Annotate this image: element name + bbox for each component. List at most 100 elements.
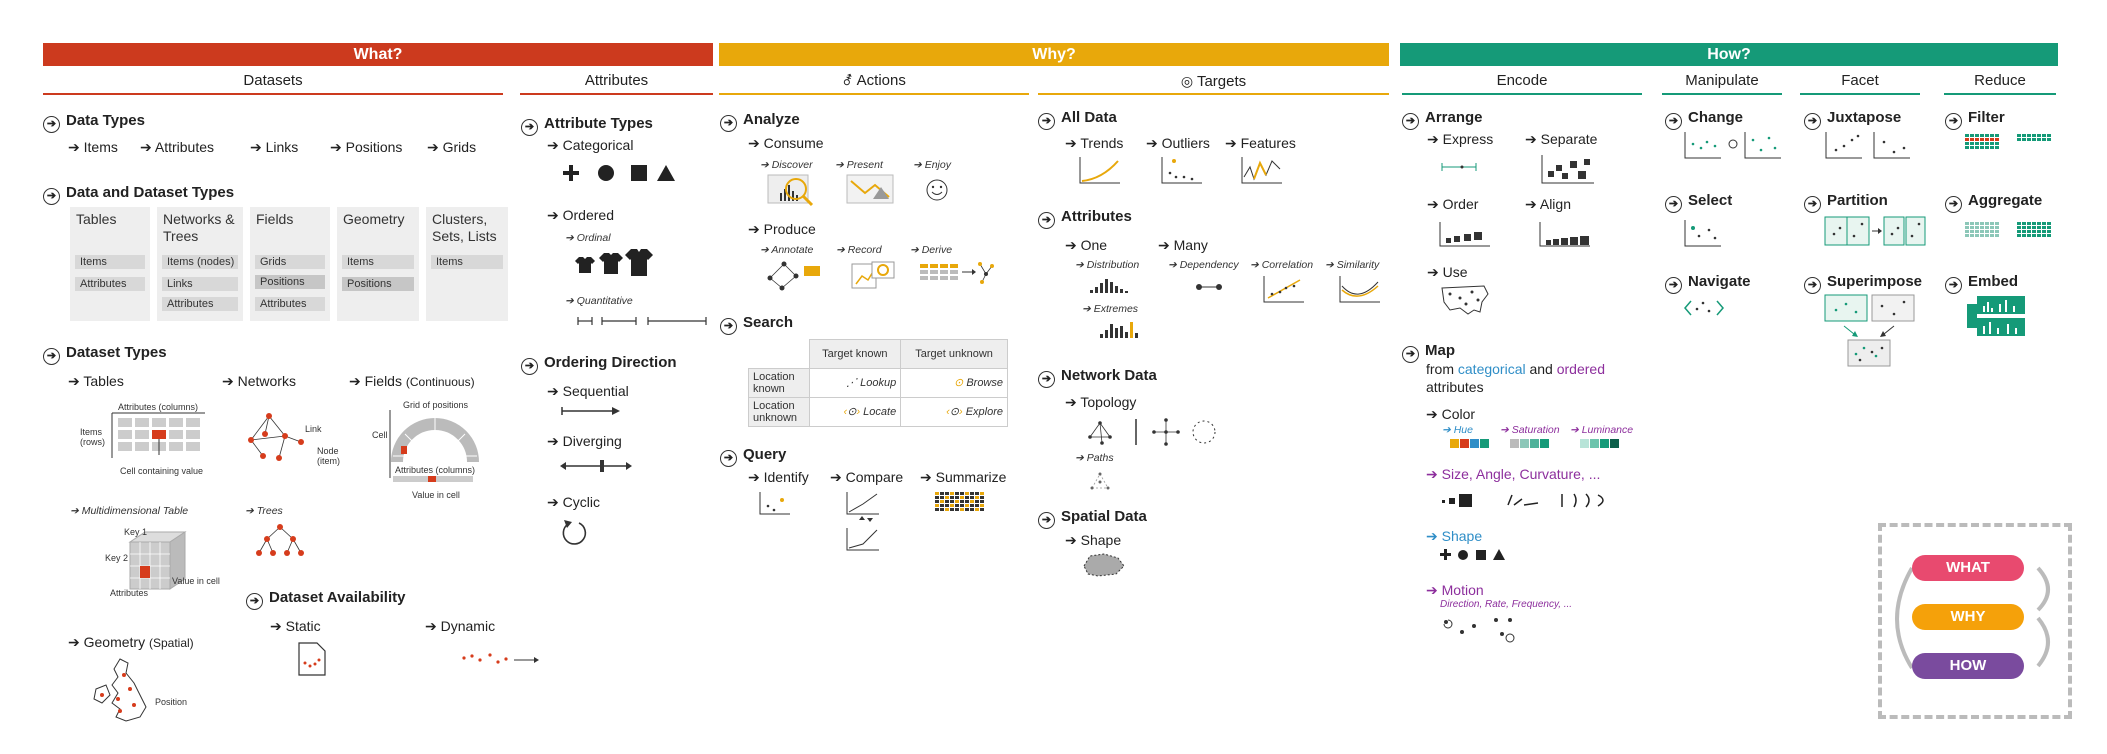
glyph-cell [945, 504, 949, 507]
glyph-cell [1970, 234, 1974, 237]
attribute-types-heading: ➔Attribute Types [521, 115, 653, 136]
change-heading: ➔Change [1665, 109, 1743, 130]
facet-underline [1800, 93, 1920, 95]
glyph-cell [955, 496, 959, 499]
glyph-cell [1975, 146, 1979, 149]
tshirt-icons [575, 249, 653, 276]
target-features: ➔ Features [1225, 135, 1296, 151]
glyph-cell [960, 500, 964, 503]
glyph-cell [2042, 234, 2046, 237]
glyph-cell [1990, 234, 1994, 237]
glyph-cell [2037, 222, 2041, 225]
data-type-items: ➔ Items [68, 139, 118, 155]
features-icon [1241, 157, 1282, 184]
glyph-cell [1970, 226, 1974, 229]
glyph-cell [955, 508, 959, 511]
glyph-cell [1975, 234, 1979, 237]
loc-unknown-header: Location unknown [748, 396, 810, 427]
glyph-cell [2047, 226, 2051, 229]
attributes-underline [520, 93, 713, 95]
glyph-cell [2037, 138, 2041, 141]
glyph-cell [1995, 222, 1999, 225]
glyph-cell [1980, 222, 1984, 225]
glyph-cell [975, 504, 979, 507]
glyph-cell [960, 508, 964, 511]
glyph-cell [970, 504, 974, 507]
glyph-cell [955, 492, 959, 495]
size-angle-curv-icons [1442, 493, 1604, 508]
availability-static: ➔ Static [270, 618, 321, 634]
how-band: How? [1400, 43, 2058, 66]
encode-header: Encode [1496, 72, 1548, 89]
arrow-circle-icon: ➔ [1038, 371, 1055, 388]
legend-why: WHY [1912, 604, 2024, 630]
glyph-cell [2027, 134, 2031, 137]
target-shape: ➔ Shape [1065, 532, 1122, 548]
summarize-icon [935, 492, 984, 511]
glyph-cell [1985, 134, 1989, 137]
glyph-cell [1965, 142, 1969, 145]
legend-box [1878, 523, 2072, 719]
table-attr-cols-label: Attributes (columns) [118, 402, 199, 412]
glyph-cell [2047, 230, 2051, 233]
filter-heading: ➔Filter [1945, 109, 2005, 130]
correlation-icon [1263, 276, 1304, 303]
glyph-cell [2017, 226, 2021, 229]
card-networks: Networks & Trees Items (nodes) Links Att… [157, 207, 243, 321]
glyph-cell [1985, 146, 1989, 149]
arrow-circle-icon: ➔ [1402, 113, 1419, 130]
glyph-cell [1975, 134, 1979, 137]
glyph-cell [970, 500, 974, 503]
luminance-swatches [1580, 439, 1619, 448]
glyph-cell [1980, 138, 1984, 141]
shape-glyphs [1440, 549, 1505, 560]
glyph-cell [1990, 230, 1994, 233]
glyph-bar [1125, 332, 1128, 338]
glyph-cell [960, 492, 964, 495]
glyph-cell [945, 500, 949, 503]
target-distribution: ➔ Distribution [1075, 259, 1140, 271]
data-type-attributes: ➔ Attributes [140, 139, 214, 155]
loc-known-header: Location known [748, 367, 810, 398]
glyph-cell [2027, 138, 2031, 141]
shape-blob-icon [1083, 553, 1125, 577]
separate-icon [1541, 155, 1594, 184]
glyph-bar [1105, 330, 1108, 338]
glyph-cell [980, 500, 984, 503]
arrow-circle-icon: ➔ [43, 116, 60, 133]
target-unknown-header: Target unknown [900, 339, 1008, 369]
spatial-data-heading: ➔Spatial Data [1038, 508, 1147, 529]
table-items-rows-label: Items (rows) [80, 427, 105, 447]
change-icon [1684, 132, 1781, 159]
ordering-diverging: ➔ Diverging [547, 433, 622, 449]
multidim-label: ➔ Multidimensional Table [70, 505, 189, 517]
tree-diagram [256, 524, 304, 556]
glyph-cell [1965, 230, 1969, 233]
glyph-cell [2017, 134, 2021, 137]
glyph-cell [1990, 142, 1994, 145]
legend-connector [1895, 566, 2050, 670]
identify-icon [759, 492, 790, 515]
glyph-cell [1980, 146, 1984, 149]
glyph-cell [1980, 230, 1984, 233]
uk-map-icon [93, 658, 147, 722]
arrange-use: ➔ Use [1427, 264, 1468, 280]
multidim-value-label: Value in cell [172, 576, 220, 586]
card-geometry: Geometry Items Positions [337, 207, 419, 321]
data-types-heading: ➔Data Types [43, 112, 145, 133]
similarity-icon [1339, 276, 1380, 303]
arrow-circle-icon: ➔ [1804, 113, 1821, 130]
present-icon [846, 174, 894, 204]
static-file-icon [298, 642, 326, 676]
dd-types-heading: ➔Data and Dataset Types [43, 184, 234, 205]
glyph-cell [970, 496, 974, 499]
glyph-cell [935, 500, 939, 503]
glyph-cell [2047, 134, 2051, 137]
dynamic-stream-icon [462, 653, 539, 664]
actions-icon: ⚦ [842, 73, 857, 88]
link-label: Link [305, 424, 322, 434]
glyph-bar [1110, 324, 1113, 338]
arrow-circle-icon: ➔ [1804, 196, 1821, 213]
multidim-attributes-label: Attributes [110, 588, 149, 598]
color-hue: ➔ Hue [1442, 424, 1473, 436]
